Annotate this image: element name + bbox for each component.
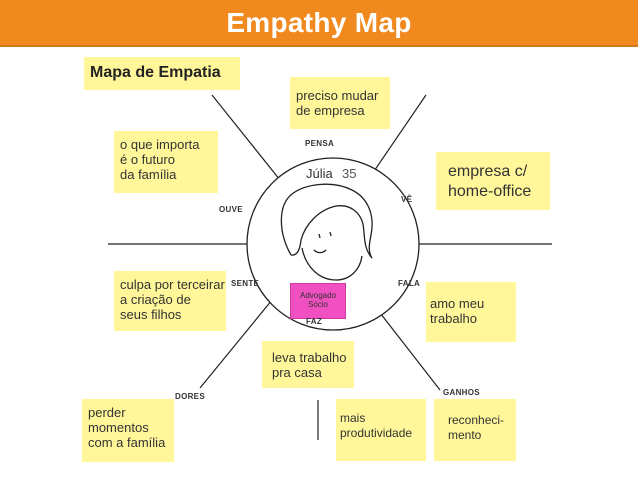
note-ve: empresa c/ home-office (436, 152, 550, 210)
sector-label-sente: SENTE (231, 279, 260, 288)
note-ganhos-produtividade: mais produtividade (336, 399, 426, 461)
sector-label-faz: FAZ (306, 317, 323, 326)
note-ganhos-reconhecimento: reconheci- mento (434, 399, 516, 461)
map-title-note: Mapa de Empatia (84, 57, 240, 90)
header-bar: Empathy Map (0, 0, 638, 47)
sector-label-ganhos: GANHOS (443, 388, 480, 397)
note-dores: perder momentos com a família (82, 399, 174, 462)
note-sente: culpa por terceirar a criação de seus fi… (114, 271, 226, 331)
note-pensa: preciso mudar de empresa (290, 77, 390, 129)
persona-name: Júlia (306, 166, 333, 181)
page-title: Empathy Map (226, 7, 412, 38)
sector-label-ouve: OUVE (219, 205, 243, 214)
persona-role-badge: Advogado Sócio (290, 283, 346, 319)
divider-lower-left (199, 299, 273, 389)
divider-upper-left (211, 94, 281, 181)
sector-label-ve: VÊ (401, 195, 413, 204)
persona-age: 35 (342, 166, 357, 181)
persona-face-drawing (280, 183, 373, 281)
sector-label-fala: FALA (398, 279, 421, 288)
sector-label-dores: DORES (175, 392, 205, 401)
note-fala: amo meu trabalho (426, 282, 516, 342)
sector-label-pensa: PENSA (305, 139, 335, 148)
note-faz: leva trabalho pra casa (262, 341, 354, 388)
divider-upper-right (367, 94, 427, 181)
note-ouve: o que importa é o futuro da família (114, 131, 218, 193)
